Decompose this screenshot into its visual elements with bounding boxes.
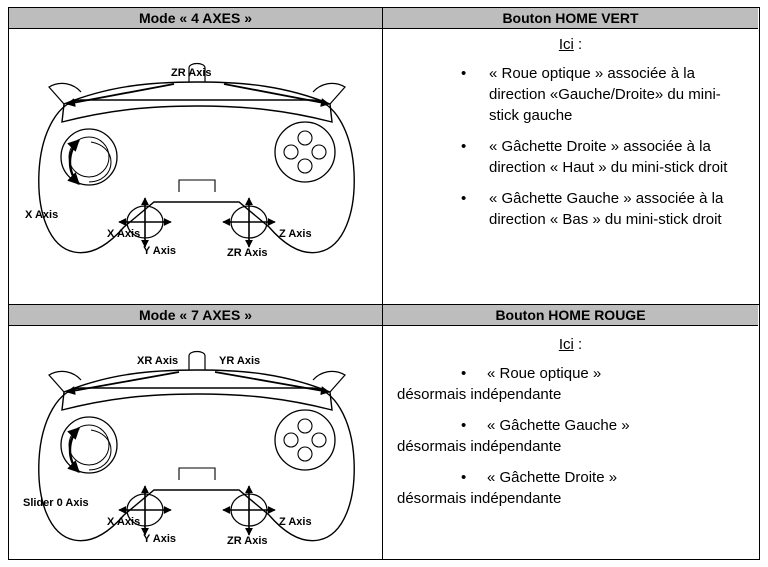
gamepad-diagram-4-axes: ZR Axis X Axis X Axis Y Axis Z Axis ZR A… [19,42,374,272]
header-mode-7-axes: Mode « 7 AXES » [9,305,382,326]
header-home-rouge: Bouton HOME ROUGE [383,305,758,326]
label-zr-axis-stick: ZR Axis [227,535,268,547]
label-y-axis-stick: Y Axis [143,245,176,257]
home-rouge-description: Ici : •« Roue optique » désormais indépe… [383,334,758,519]
label-x-axis-wheel: X Axis [25,209,58,221]
home-rouge-items: •« Roue optique » désormais indépendante… [383,363,758,509]
ici-colon: : [573,336,583,353]
label-y-axis-stick: Y Axis [143,533,176,545]
header-mode-4-axes: Mode « 4 AXES » [9,8,382,29]
ici-word: Ici [558,336,574,353]
label-xr-axis: XR Axis [137,355,178,367]
list-item: •« Gâchette Droite » désormais indépenda… [397,469,618,507]
label-z-axis-stick: Z Axis [279,516,312,528]
gamepad-icon [39,352,354,541]
ici-heading: Ici : [383,334,758,355]
label-x-axis-stick: X Axis [107,228,140,240]
list-item: •« Roue optique » désormais indépendante [397,365,602,403]
mode-table: Mode « 4 AXES » Bouton HOME VERT ZR Axis… [8,7,760,560]
ici-colon: : [573,36,583,53]
bullet-dot: • [461,365,467,382]
label-z-axis-stick: Z Axis [279,228,312,240]
label-slider-0-axis: Slider 0 Axis [23,497,89,509]
header-home-vert: Bouton HOME VERT [383,8,758,29]
bullet-dot: • [461,65,467,82]
label-x-axis-stick: X Axis [107,516,140,528]
ici-heading: Ici : [383,34,758,55]
label-zr-axis-top: ZR Axis [171,67,212,79]
list-item: •« Gâchette Gauche » désormais indépenda… [397,417,630,455]
gamepad-diagram-7-axes: XR Axis YR Axis Slider 0 Axis X Axis Y A… [19,330,374,560]
bullet-dot: • [461,417,467,434]
home-vert-description: Ici : •« Roue optique » associée à la di… [383,34,758,240]
list-item: •« Roue optique » associée à la directio… [461,65,721,124]
section-divider [9,304,759,305]
gamepad-4-axes-svg: ZR Axis X Axis X Axis Y Axis Z Axis ZR A… [25,42,374,259]
list-item: •« Gâchette Gauche » associée à la direc… [461,190,724,228]
gamepad-7-axes-svg: XR Axis YR Axis Slider 0 Axis X Axis Y A… [23,330,374,547]
column-divider [382,8,383,559]
gamepad-icon [39,64,354,253]
label-yr-axis: YR Axis [219,355,260,367]
bullet-dot: • [461,469,467,486]
ici-word: Ici [558,36,574,53]
label-zr-axis-stick: ZR Axis [227,247,268,259]
bullet-dot: • [461,138,467,155]
bullet-dot: • [461,190,467,207]
list-item: •« Gâchette Droite » associée à la direc… [461,138,728,176]
home-vert-bullets: •« Roue optique » associée à la directio… [383,63,758,230]
